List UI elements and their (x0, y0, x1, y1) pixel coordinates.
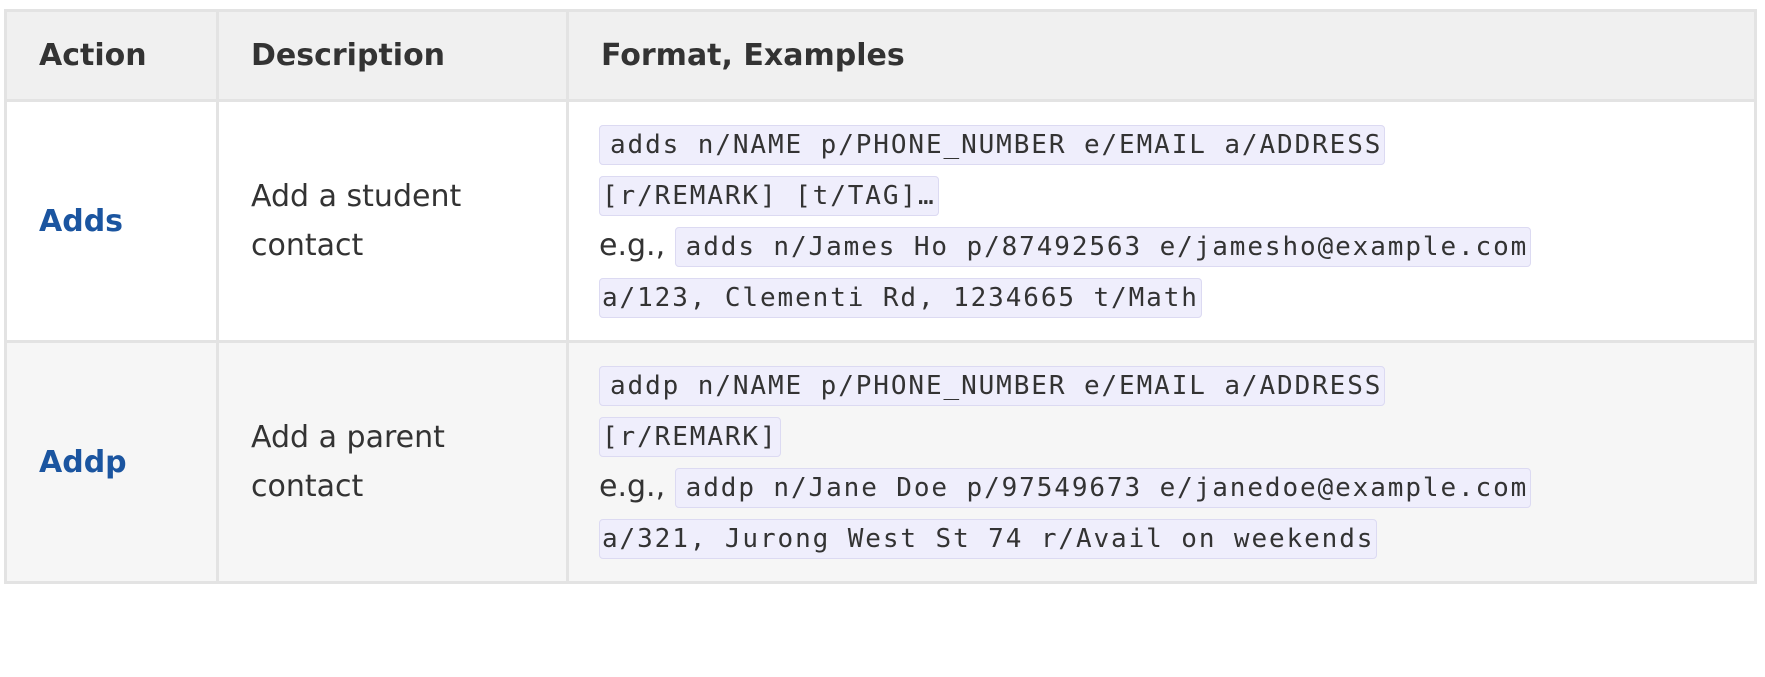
description-line: Add a parent (251, 420, 445, 455)
format-code: adds n/NAME p/PHONE_NUMBER e/EMAIL a/ADD… (599, 125, 1386, 165)
example-code: a/123, Clementi Rd, 1234665 t/Math (599, 278, 1202, 318)
command-summary-table: Action Description Format, Examples Adds… (4, 9, 1757, 584)
format-cell: adds n/NAME p/PHONE_NUMBER e/EMAIL a/ADD… (566, 99, 1757, 343)
description-line: Add a student (251, 179, 462, 214)
description-line: contact (251, 228, 364, 263)
format-code: [r/REMARK] [t/TAG]… (599, 176, 939, 216)
action-cell-adds: Adds (4, 99, 219, 343)
format-line: [r/REMARK] [t/TAG]… (599, 170, 1744, 221)
example-line: a/321, Jurong West St 74 r/Avail on week… (599, 513, 1744, 564)
format-line: [r/REMARK] (599, 411, 1744, 462)
command-summary-table-wrapper: Action Description Format, Examples Adds… (4, 9, 1757, 584)
format-line: addp n/NAME p/PHONE_NUMBER e/EMAIL a/ADD… (599, 360, 1744, 411)
example-code: a/321, Jurong West St 74 r/Avail on week… (599, 519, 1378, 559)
format-cell: addp n/NAME p/PHONE_NUMBER e/EMAIL a/ADD… (566, 340, 1757, 584)
format-code: addp n/NAME p/PHONE_NUMBER e/EMAIL a/ADD… (599, 366, 1386, 406)
description-cell: Add a parent contact (216, 340, 569, 584)
action-cell-addp: Addp (4, 340, 219, 584)
header-format-examples: Format, Examples (566, 9, 1757, 102)
header-description: Description (216, 9, 569, 102)
description-cell: Add a student contact (216, 99, 569, 343)
table-row: Adds Add a student contact adds n/NAME p… (4, 99, 1757, 343)
format-line: adds n/NAME p/PHONE_NUMBER e/EMAIL a/ADD… (599, 119, 1744, 170)
table-header-row: Action Description Format, Examples (4, 9, 1757, 102)
example-prefix: e.g., (599, 469, 666, 504)
example-code: addp n/Jane Doe p/97549673 e/janedoe@exa… (674, 468, 1532, 508)
example-prefix: e.g., (599, 228, 666, 263)
header-action: Action (4, 9, 219, 102)
format-code: [r/REMARK] (599, 417, 781, 457)
table-row: Addp Add a parent contact addp n/NAME p/… (4, 340, 1757, 584)
description-line: contact (251, 469, 364, 504)
example-code: adds n/James Ho p/87492563 e/jamesho@exa… (674, 227, 1532, 267)
example-line: e.g., adds n/James Ho p/87492563 e/james… (599, 221, 1744, 272)
example-line: e.g., addp n/Jane Doe p/97549673 e/janed… (599, 462, 1744, 513)
example-line: a/123, Clementi Rd, 1234665 t/Math (599, 272, 1744, 323)
